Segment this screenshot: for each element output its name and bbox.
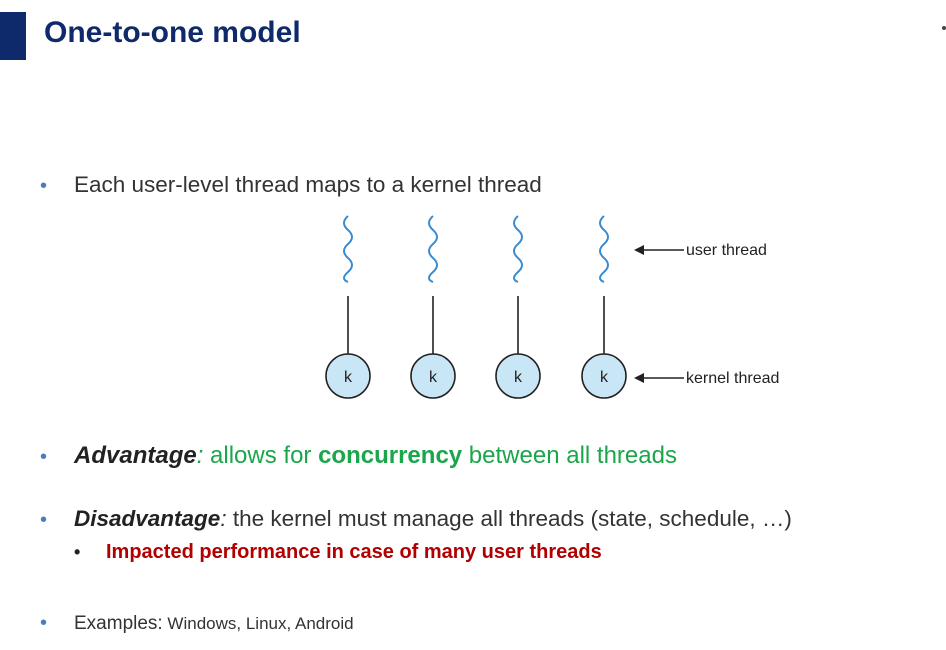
thread-pair-2: k bbox=[410, 215, 456, 399]
bullet-disadvantage: • Disadvantage: the kernel must manage a… bbox=[40, 506, 792, 532]
user-arrow-head-icon bbox=[634, 245, 644, 255]
one-to-one-diagram: k k k k user thread kernel thread bbox=[325, 215, 779, 399]
disadvantage-text: the kernel must manage all threads (stat… bbox=[226, 506, 792, 531]
disadvantage-colon: : bbox=[220, 506, 227, 531]
thread-pair-3: k bbox=[495, 215, 541, 399]
bullet-dot: • bbox=[40, 446, 48, 468]
thread-pair-1: k bbox=[325, 215, 371, 399]
advantage-label: Advantage bbox=[74, 442, 197, 469]
thread-pair-4: k bbox=[581, 215, 627, 399]
sub-bullet-performance: • Impacted performance in case of many u… bbox=[74, 541, 602, 564]
advantage-text-2: between all threads bbox=[462, 442, 677, 469]
kernel-thread-2 bbox=[410, 353, 456, 399]
bullet-examples: • Examples: Windows, Linux, Android bbox=[40, 612, 354, 635]
kernel-label-3: k bbox=[514, 369, 523, 386]
sub-bullet-dot: • bbox=[74, 542, 81, 562]
disadvantage-label: Disadvantage bbox=[74, 506, 221, 531]
user-thread-2 bbox=[428, 215, 438, 283]
advantage-text-1: allows for bbox=[203, 442, 319, 469]
user-thread-callout: user thread bbox=[634, 242, 767, 259]
bullet-advantage: • Advantage: allows for concurrency betw… bbox=[40, 442, 677, 470]
slide-title: One-to-one model bbox=[44, 16, 301, 49]
kernel-label-1: k bbox=[344, 369, 353, 386]
bullet-mapping: • Each user-level thread maps to a kerne… bbox=[40, 172, 542, 198]
user-thread-4 bbox=[599, 215, 609, 283]
corner-mark bbox=[942, 26, 946, 30]
kernel-thread-callout: kernel thread bbox=[634, 370, 779, 387]
examples-label: Examples: bbox=[74, 613, 163, 634]
user-thread-3 bbox=[513, 215, 523, 283]
kernel-thread-4 bbox=[581, 353, 627, 399]
performance-warning-text: Impacted performance in case of many use… bbox=[106, 541, 602, 563]
kernel-arrow-head-icon bbox=[634, 373, 644, 383]
bullet-dot: • bbox=[40, 612, 48, 634]
kernel-label-2: k bbox=[429, 369, 438, 386]
user-thread-1 bbox=[343, 215, 353, 283]
title-accent-bar bbox=[0, 12, 26, 60]
user-thread-label: user thread bbox=[686, 242, 767, 259]
bullet-mapping-text: Each user-level thread maps to a kernel … bbox=[74, 172, 542, 197]
kernel-thread-1 bbox=[325, 353, 371, 399]
advantage-keyword: concurrency bbox=[318, 442, 463, 469]
kernel-thread-3 bbox=[495, 353, 541, 399]
advantage-colon: : bbox=[196, 442, 204, 469]
kernel-label-4: k bbox=[600, 369, 609, 386]
kernel-thread-label: kernel thread bbox=[686, 370, 779, 387]
examples-list: Windows, Linux, Android bbox=[162, 614, 354, 633]
bullet-dot: • bbox=[40, 175, 48, 197]
bullet-dot: • bbox=[40, 509, 48, 531]
